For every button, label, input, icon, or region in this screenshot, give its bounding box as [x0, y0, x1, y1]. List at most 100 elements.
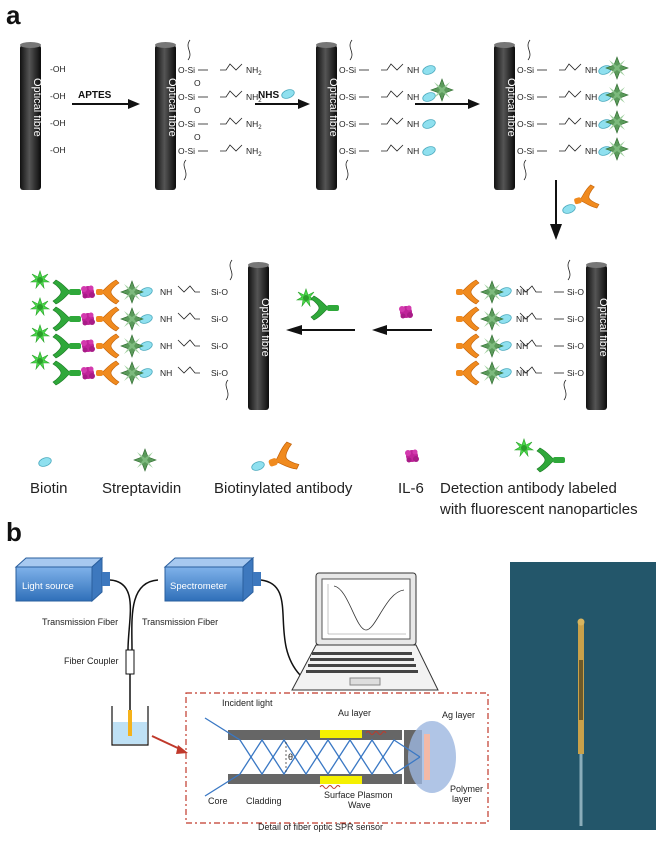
svg-text:with fluorescent nanoparticles: with fluorescent nanoparticles	[439, 501, 638, 518]
transmission-fiber-right: Transmission Fiber	[142, 617, 218, 627]
svg-text:Si-O: Si-O	[211, 341, 228, 351]
svg-text:Si-O: Si-O	[567, 341, 584, 351]
detail-caption: Detail of fiber optic SPR sensor	[258, 822, 383, 832]
svg-text:Si-O: Si-O	[567, 314, 584, 324]
light-source-box: Light source	[14, 556, 110, 603]
svg-text:NH: NH	[516, 368, 528, 378]
hydroxyl-groups: -OH -OH -OH -OH	[50, 64, 66, 155]
ag-layer-label: Ag layer	[442, 710, 475, 720]
svg-text:O-Si: O-Si	[339, 92, 356, 102]
arrow-streptavidin	[415, 78, 480, 109]
svg-text:NH: NH	[160, 287, 172, 297]
svg-text:Optical fibre: Optical fibre	[505, 78, 517, 137]
svg-text:Si-O: Si-O	[567, 368, 584, 378]
legend-il6: IL-6	[398, 449, 424, 497]
legend: Biotin Streptavidin Biotinylated antibod…	[30, 438, 638, 518]
polymer-label-1: Polymer	[450, 784, 483, 794]
arrow-nhs: NHS	[255, 87, 310, 109]
arrow-il6	[372, 305, 432, 335]
svg-text:NH2: NH2	[246, 119, 262, 131]
laptop	[291, 572, 439, 691]
spectrometer-label: Spectrometer	[170, 581, 227, 592]
fiber-2: Optical fibre	[155, 42, 178, 190]
fiber-coupler: Fiber Coupler	[64, 649, 135, 718]
svg-text:NH: NH	[407, 65, 419, 75]
core-label: Core	[208, 796, 228, 806]
svg-text:-OH: -OH	[50, 64, 66, 74]
theta-label: θ	[288, 752, 293, 762]
svg-text:O-Si: O-Si	[339, 146, 356, 156]
svg-text:NH: NH	[516, 314, 528, 324]
fiber-5: Optical fibre	[586, 262, 609, 410]
svg-text:NH: NH	[407, 92, 419, 102]
svg-text:O-Si: O-Si	[517, 65, 534, 75]
svg-text:NH: NH	[160, 368, 172, 378]
svg-text:NH: NH	[407, 146, 419, 156]
polymer-label-2: layer	[452, 794, 472, 804]
svg-text:NH2: NH2	[246, 92, 262, 104]
sandwich-complex: Si-O NH Si-O NH Si-O NH Si-O NH	[30, 259, 233, 401]
svg-text:O: O	[194, 78, 201, 88]
panel-a-letter: a	[6, 0, 21, 30]
sensor-detail-box: Incident light Au layer Ag layer θ Core …	[185, 692, 489, 832]
cladding-label: Cladding	[246, 796, 282, 806]
fiber-label: Optical fibre	[31, 78, 43, 137]
svg-text:NH: NH	[585, 146, 597, 156]
antibody-layer: Si-O NH Si-O NH Si-O NH Si-O NH	[455, 259, 584, 401]
svg-text:Si-O: Si-O	[211, 314, 228, 324]
legend-biotinylated-antibody: Biotinylated antibody	[214, 440, 353, 497]
svg-text:-OH: -OH	[50, 145, 66, 155]
svg-text:Si-O: Si-O	[211, 368, 228, 378]
svg-text:NH: NH	[585, 119, 597, 129]
sensor-photo	[510, 562, 656, 830]
svg-text:NH: NH	[160, 341, 172, 351]
aptes-label: APTES	[78, 90, 112, 101]
svg-text:-OH: -OH	[50, 118, 66, 128]
svg-text:NH: NH	[585, 92, 597, 102]
svg-text:NH: NH	[407, 119, 419, 129]
transmission-fiber-left: Transmission Fiber	[42, 617, 118, 627]
svg-text:Fiber Coupler: Fiber Coupler	[64, 656, 119, 666]
nhs-label: NHS	[258, 90, 279, 101]
fiber-4: Optical fibre	[494, 42, 517, 190]
legend-biotin: Biotin	[30, 455, 68, 497]
svg-text:O: O	[194, 132, 201, 142]
svg-text:-OH: -OH	[50, 91, 66, 101]
sample-beaker	[111, 706, 188, 754]
spw-label-2: Wave	[348, 800, 371, 810]
svg-text:O: O	[194, 105, 201, 115]
svg-text:NH: NH	[160, 314, 172, 324]
fiber-3: Optical fibre	[316, 42, 339, 190]
au-layer-label: Au layer	[338, 708, 371, 718]
svg-text:NH2: NH2	[246, 146, 262, 158]
svg-text:Si-O: Si-O	[567, 287, 584, 297]
legend-streptavidin: Streptavidin	[102, 448, 181, 497]
svg-text:O-Si: O-Si	[517, 146, 534, 156]
svg-text:O-Si: O-Si	[178, 119, 195, 129]
spectrometer-box: Spectrometer	[163, 556, 261, 603]
svg-text:O-Si: O-Si	[178, 65, 195, 75]
light-source-label: Light source	[22, 581, 74, 592]
arrow-aptes: APTES	[72, 90, 140, 109]
svg-text:Optical fibre: Optical fibre	[597, 298, 609, 357]
svg-text:O-Si: O-Si	[339, 119, 356, 129]
oh-label: OH	[53, 64, 66, 74]
svg-text:O-Si: O-Si	[178, 146, 195, 156]
svg-text:O-Si: O-Si	[517, 92, 534, 102]
spr-spectrum-curve	[333, 585, 405, 631]
svg-text:NH: NH	[516, 287, 528, 297]
legend-detection-antibody: Detection antibody labeled with fluoresc…	[439, 438, 638, 518]
transmission-fibers: Transmission Fiber Transmission Fiber	[42, 579, 301, 676]
svg-text:O-Si: O-Si	[178, 92, 195, 102]
svg-text:Optical fibre: Optical fibre	[327, 78, 339, 137]
arrow-detection-antibody	[286, 288, 355, 335]
svg-text:Biotin: Biotin	[30, 480, 68, 497]
svg-text:Streptavidin: Streptavidin	[102, 480, 181, 497]
svg-text:O-Si: O-Si	[517, 119, 534, 129]
svg-text:IL-6: IL-6	[398, 480, 424, 497]
svg-text:Si-O: Si-O	[211, 287, 228, 297]
